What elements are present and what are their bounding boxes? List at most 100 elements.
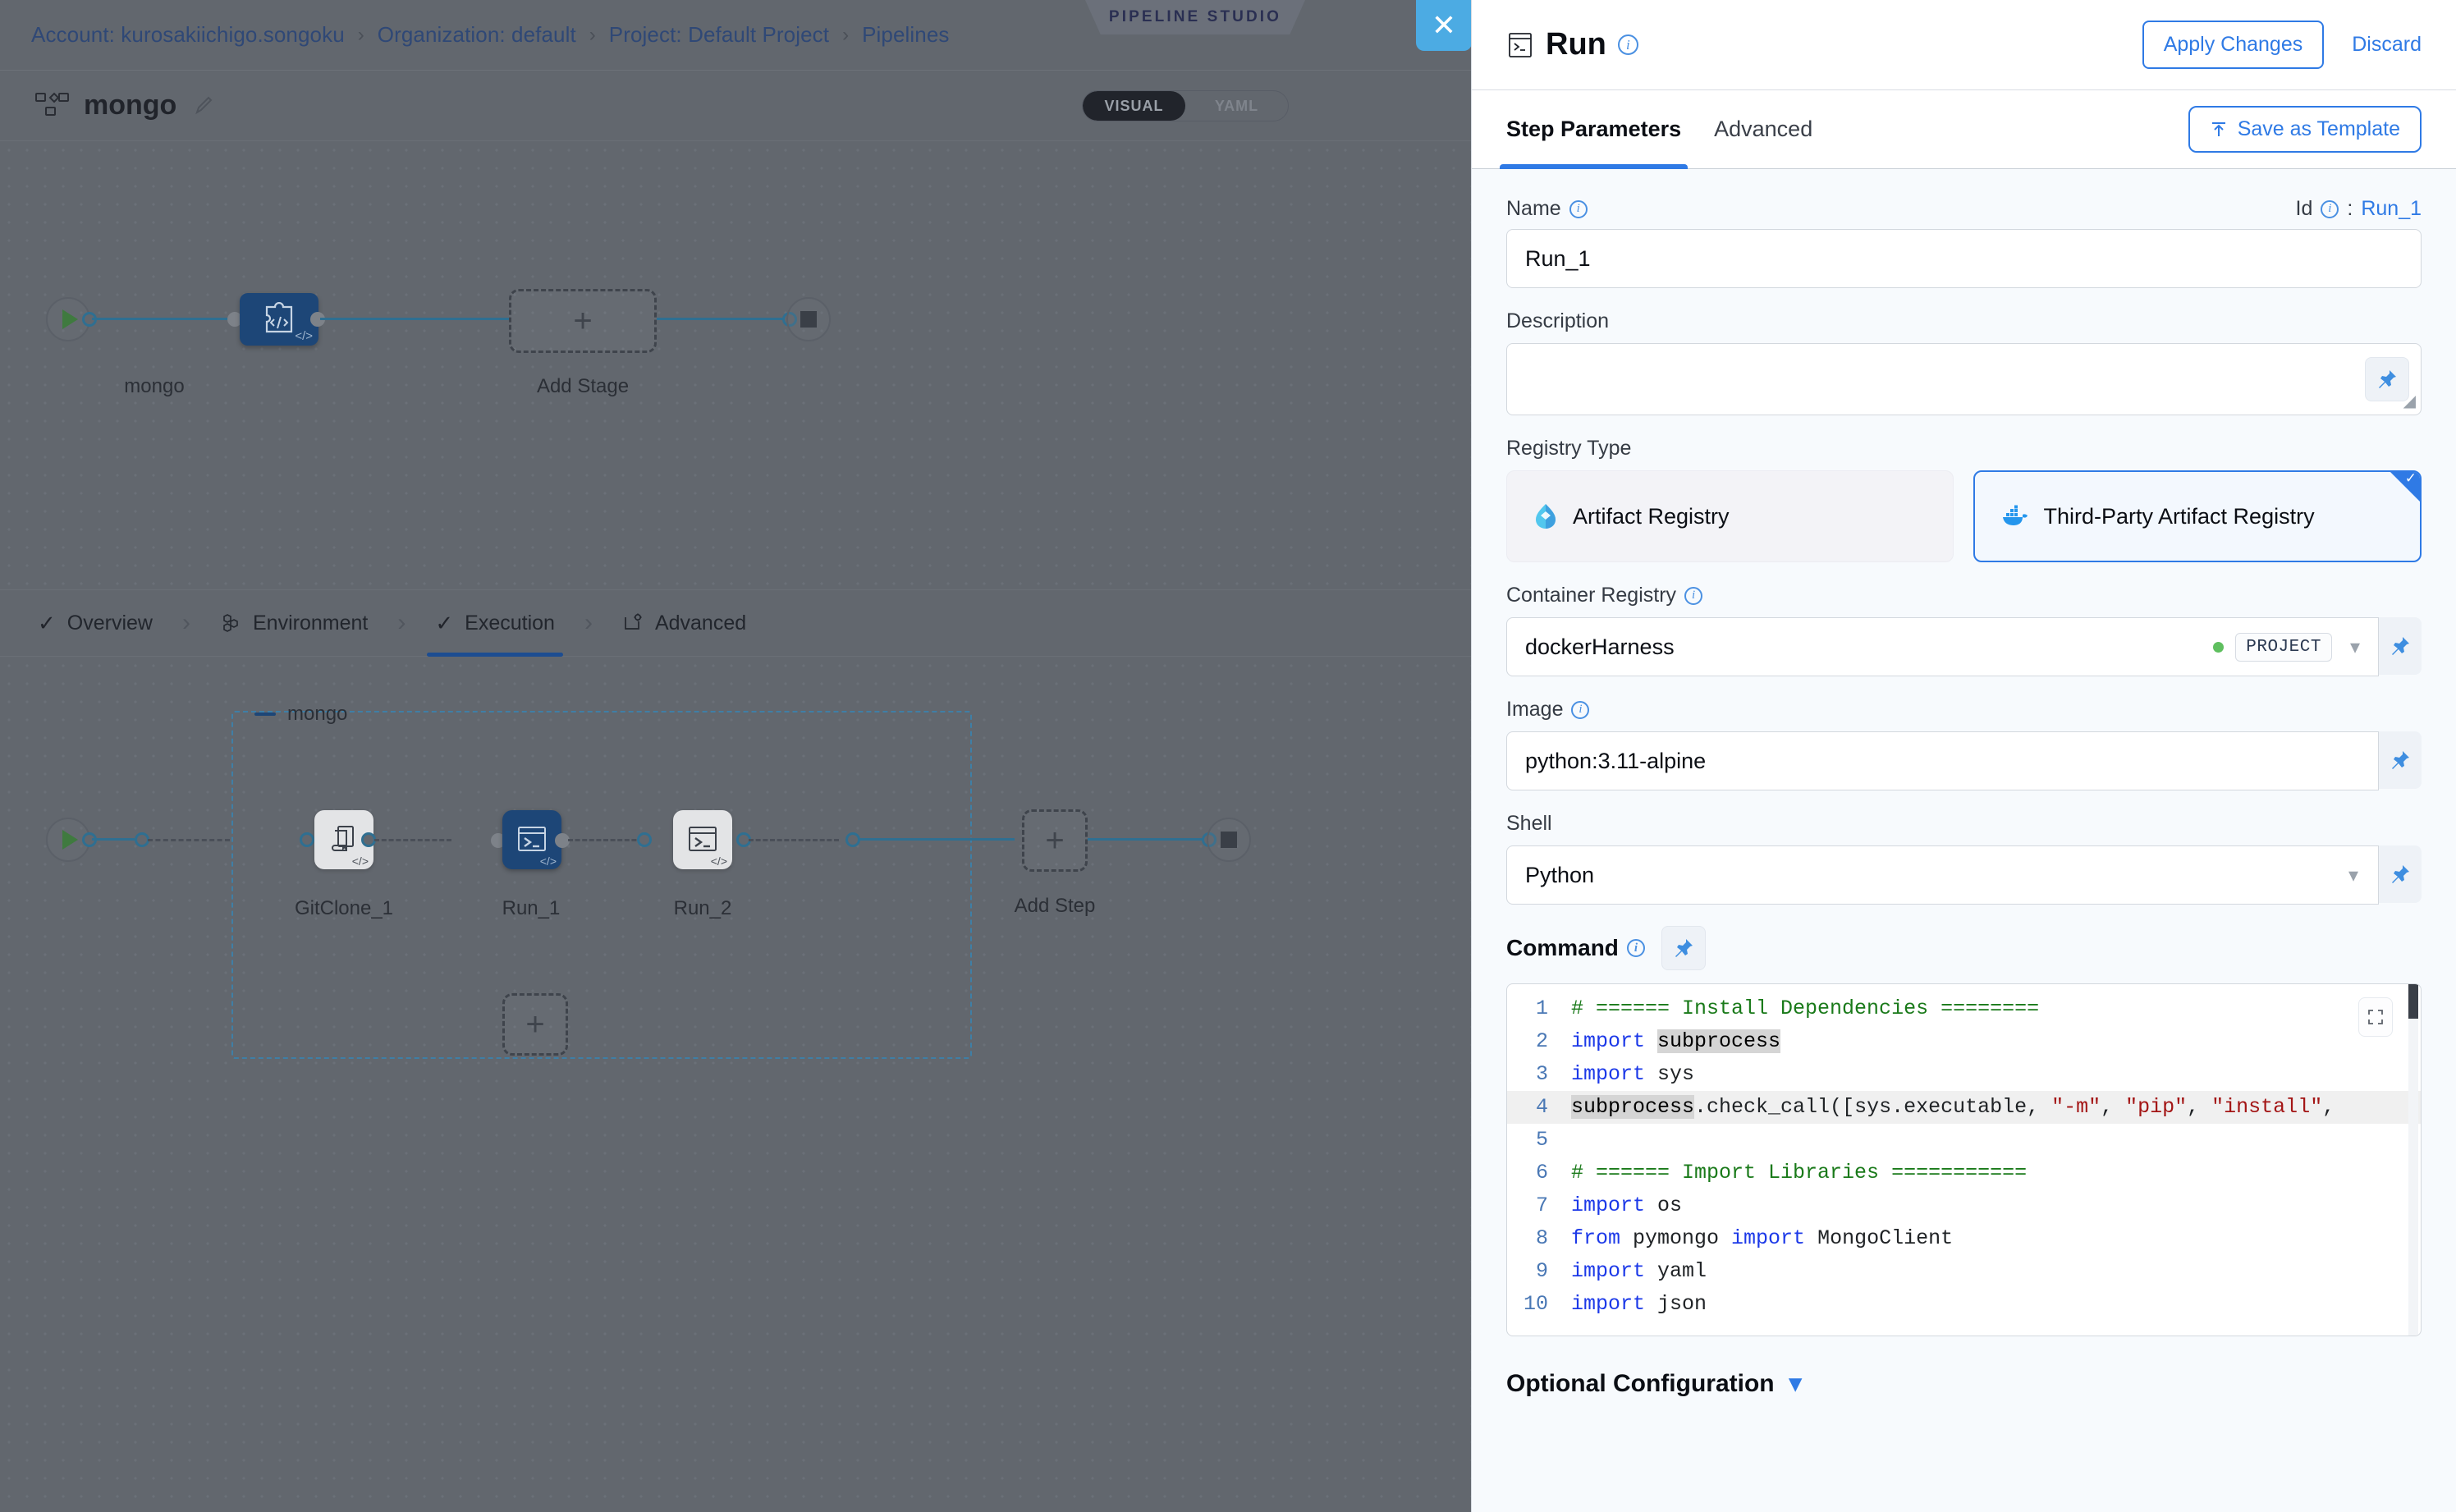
- description-textarea[interactable]: ◢: [1506, 343, 2422, 415]
- info-icon[interactable]: i: [1571, 700, 1590, 719]
- shell-value: Python: [1525, 862, 1595, 887]
- step-group-mongo[interactable]: [231, 711, 972, 1059]
- info-icon[interactable]: i: [2321, 199, 2339, 218]
- connector-dotted: [749, 839, 839, 841]
- pin-icon[interactable]: [2379, 731, 2422, 789]
- breadcrumb-organization[interactable]: Organization: default: [377, 22, 576, 47]
- stage-canvas[interactable]: </> mongo + Add Stage: [0, 141, 1471, 589]
- id-separator: :: [2347, 197, 2353, 220]
- code-line[interactable]: 9 import yaml: [1507, 1255, 2421, 1288]
- tab-advanced[interactable]: Advanced: [614, 590, 754, 656]
- resize-grip-icon[interactable]: ◢: [2403, 392, 2416, 410]
- optional-configuration-toggle[interactable]: Optional Configuration ▾: [1506, 1369, 2422, 1398]
- chevron-down-icon[interactable]: ▾: [2349, 635, 2360, 658]
- pencil-icon[interactable]: [193, 95, 214, 117]
- breadcrumb-project[interactable]: Project: Default Project: [608, 22, 830, 47]
- registry-option-artifact-registry[interactable]: Artifact Registry: [1506, 470, 1954, 562]
- line-number: 3: [1535, 1062, 1548, 1086]
- pin-icon[interactable]: [2379, 617, 2422, 675]
- editor-vertical-scrollbar[interactable]: [2408, 984, 2418, 1336]
- apply-changes-button[interactable]: Apply Changes: [2142, 21, 2325, 69]
- registry-type-options[interactable]: Artifact Registry: [1506, 470, 2422, 562]
- stop-icon: [800, 311, 817, 328]
- step-node-run-1[interactable]: </>: [502, 810, 561, 869]
- code-lines[interactable]: 1# ====== Install Dependencies ========2…: [1507, 984, 2421, 1321]
- registry-type-label: Registry Type: [1506, 437, 1632, 460]
- line-number: 9: [1535, 1259, 1548, 1283]
- step-node-label-run-1: Run_1: [502, 897, 561, 919]
- container-registry-value: dockerHarness: [1525, 634, 1675, 659]
- line-number: 4: [1535, 1095, 1548, 1119]
- chevron-down-icon[interactable]: ▾: [1789, 1370, 1802, 1397]
- tab-execution[interactable]: ✓ Execution: [427, 590, 563, 657]
- container-registry-select[interactable]: dockerHarness PROJECT ▾: [1506, 617, 2379, 676]
- tab-step-parameters[interactable]: Step Parameters: [1499, 90, 1688, 169]
- shell-select[interactable]: Python ▾: [1506, 845, 2379, 905]
- tab-advanced[interactable]: Advanced: [1714, 117, 1813, 141]
- save-as-template-button[interactable]: Save as Template: [2188, 106, 2422, 153]
- stage-stepper-tabs[interactable]: ✓ Overview › Environment › ✓ Execution: [0, 589, 1471, 657]
- code-line[interactable]: 5: [1507, 1124, 2421, 1157]
- registry-option-third-party-artifact-registry[interactable]: Third-Party Artifact Registry: [1973, 470, 2422, 562]
- stage-node-mongo[interactable]: </>: [240, 293, 318, 346]
- expand-icon[interactable]: [2358, 997, 2393, 1037]
- command-code-editor[interactable]: 1# ====== Install Dependencies ========2…: [1506, 983, 2422, 1336]
- code-line[interactable]: 6# ====== Import Libraries ===========: [1507, 1157, 2421, 1189]
- description-label-row: Description: [1506, 309, 2422, 333]
- mode-yaml[interactable]: YAML: [1214, 97, 1259, 114]
- shell-field[interactable]: Python ▾: [1506, 845, 2422, 905]
- mode-visual[interactable]: VISUAL: [1083, 91, 1185, 121]
- info-icon[interactable]: i: [1684, 586, 1703, 605]
- panel-tabs[interactable]: Step Parameters Advanced Save as Templat…: [1472, 90, 2456, 169]
- pin-icon[interactable]: [2379, 845, 2422, 903]
- info-icon[interactable]: i: [1626, 939, 1645, 957]
- git-clone-icon: [332, 826, 354, 851]
- pin-icon[interactable]: [2365, 357, 2409, 401]
- image-input[interactable]: python:3.11-alpine: [1506, 731, 2379, 790]
- image-field[interactable]: python:3.11-alpine: [1506, 731, 2422, 790]
- discard-button[interactable]: Discard: [2352, 33, 2422, 56]
- docker-icon: [2001, 505, 2029, 528]
- pipeline-start-node[interactable]: [46, 297, 90, 341]
- close-icon[interactable]: ✕: [1416, 0, 1471, 51]
- code-content: import yaml: [1571, 1259, 1707, 1283]
- tab-overview[interactable]: ✓ Overview: [30, 590, 161, 656]
- connector-dot: [300, 832, 314, 847]
- terminal-icon: [518, 827, 546, 851]
- breadcrumb-pipelines[interactable]: Pipelines: [862, 22, 950, 47]
- step-node-run-2[interactable]: </>: [673, 810, 732, 869]
- line-number: 6: [1535, 1161, 1548, 1184]
- breadcrumb-account[interactable]: Account: kurosakiichigo.songoku: [31, 22, 345, 47]
- line-number: 10: [1523, 1292, 1548, 1316]
- add-stage-button[interactable]: +: [509, 289, 657, 353]
- tab-environment[interactable]: Environment: [212, 590, 376, 656]
- execution-canvas[interactable]: mongo </> GitClone_1: [0, 657, 1471, 1512]
- infrastructure-icon: [220, 612, 241, 634]
- pin-glyph-icon: [2392, 865, 2409, 883]
- collapse-icon[interactable]: [254, 712, 276, 716]
- connector-line: [1088, 838, 1207, 841]
- info-icon[interactable]: i: [1569, 199, 1588, 218]
- scrollbar-thumb[interactable]: [2408, 984, 2418, 1019]
- pipeline-end-node[interactable]: [786, 297, 831, 341]
- container-registry-field[interactable]: dockerHarness PROJECT ▾: [1506, 617, 2422, 676]
- add-step-button[interactable]: +: [1022, 809, 1088, 872]
- pin-icon[interactable]: [1661, 926, 1706, 970]
- harness-leaf-icon: [1536, 504, 1556, 529]
- connector-line: [320, 318, 509, 320]
- execution-end-node[interactable]: [1207, 818, 1251, 862]
- shell-label-row: Shell: [1506, 812, 2422, 836]
- info-icon[interactable]: i: [1617, 34, 1638, 55]
- code-line[interactable]: 1# ====== Install Dependencies ========: [1507, 992, 2421, 1025]
- terminal-icon: [1506, 31, 1534, 59]
- mode-toggle[interactable]: VISUAL YAML: [1082, 90, 1289, 121]
- add-parallel-step-button[interactable]: +: [502, 993, 568, 1056]
- name-input[interactable]: Run_1: [1506, 229, 2422, 288]
- chevron-down-icon[interactable]: ▾: [2348, 864, 2358, 887]
